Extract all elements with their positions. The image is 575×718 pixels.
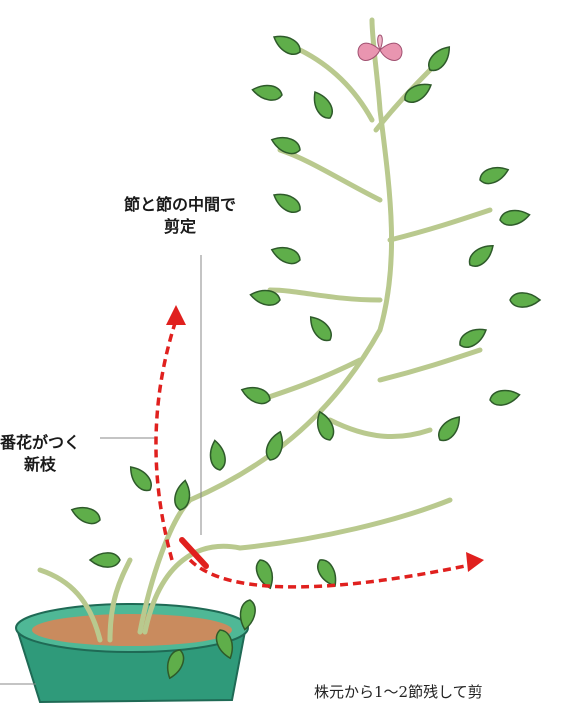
prune-annotation-line2: 剪定: [100, 216, 260, 238]
flower-icon: [358, 35, 402, 60]
stems: [40, 20, 490, 640]
new-branch-annotation-line2: 新枝: [0, 454, 80, 476]
arrow-head-right: [466, 552, 484, 572]
new-branch-annotation-line1: 番花がつく: [0, 432, 100, 454]
caption: 株元から1〜2節残して剪: [314, 681, 483, 702]
prune-annotation-line1: 節と節の中間で: [100, 194, 260, 216]
new-branch-annotation: 番花がつく 新枝: [0, 432, 100, 476]
arrow-head-up: [166, 305, 186, 325]
pot: [0, 604, 248, 702]
soil: [32, 614, 232, 646]
prune-annotation: 節と節の中間で 剪定: [100, 194, 260, 238]
